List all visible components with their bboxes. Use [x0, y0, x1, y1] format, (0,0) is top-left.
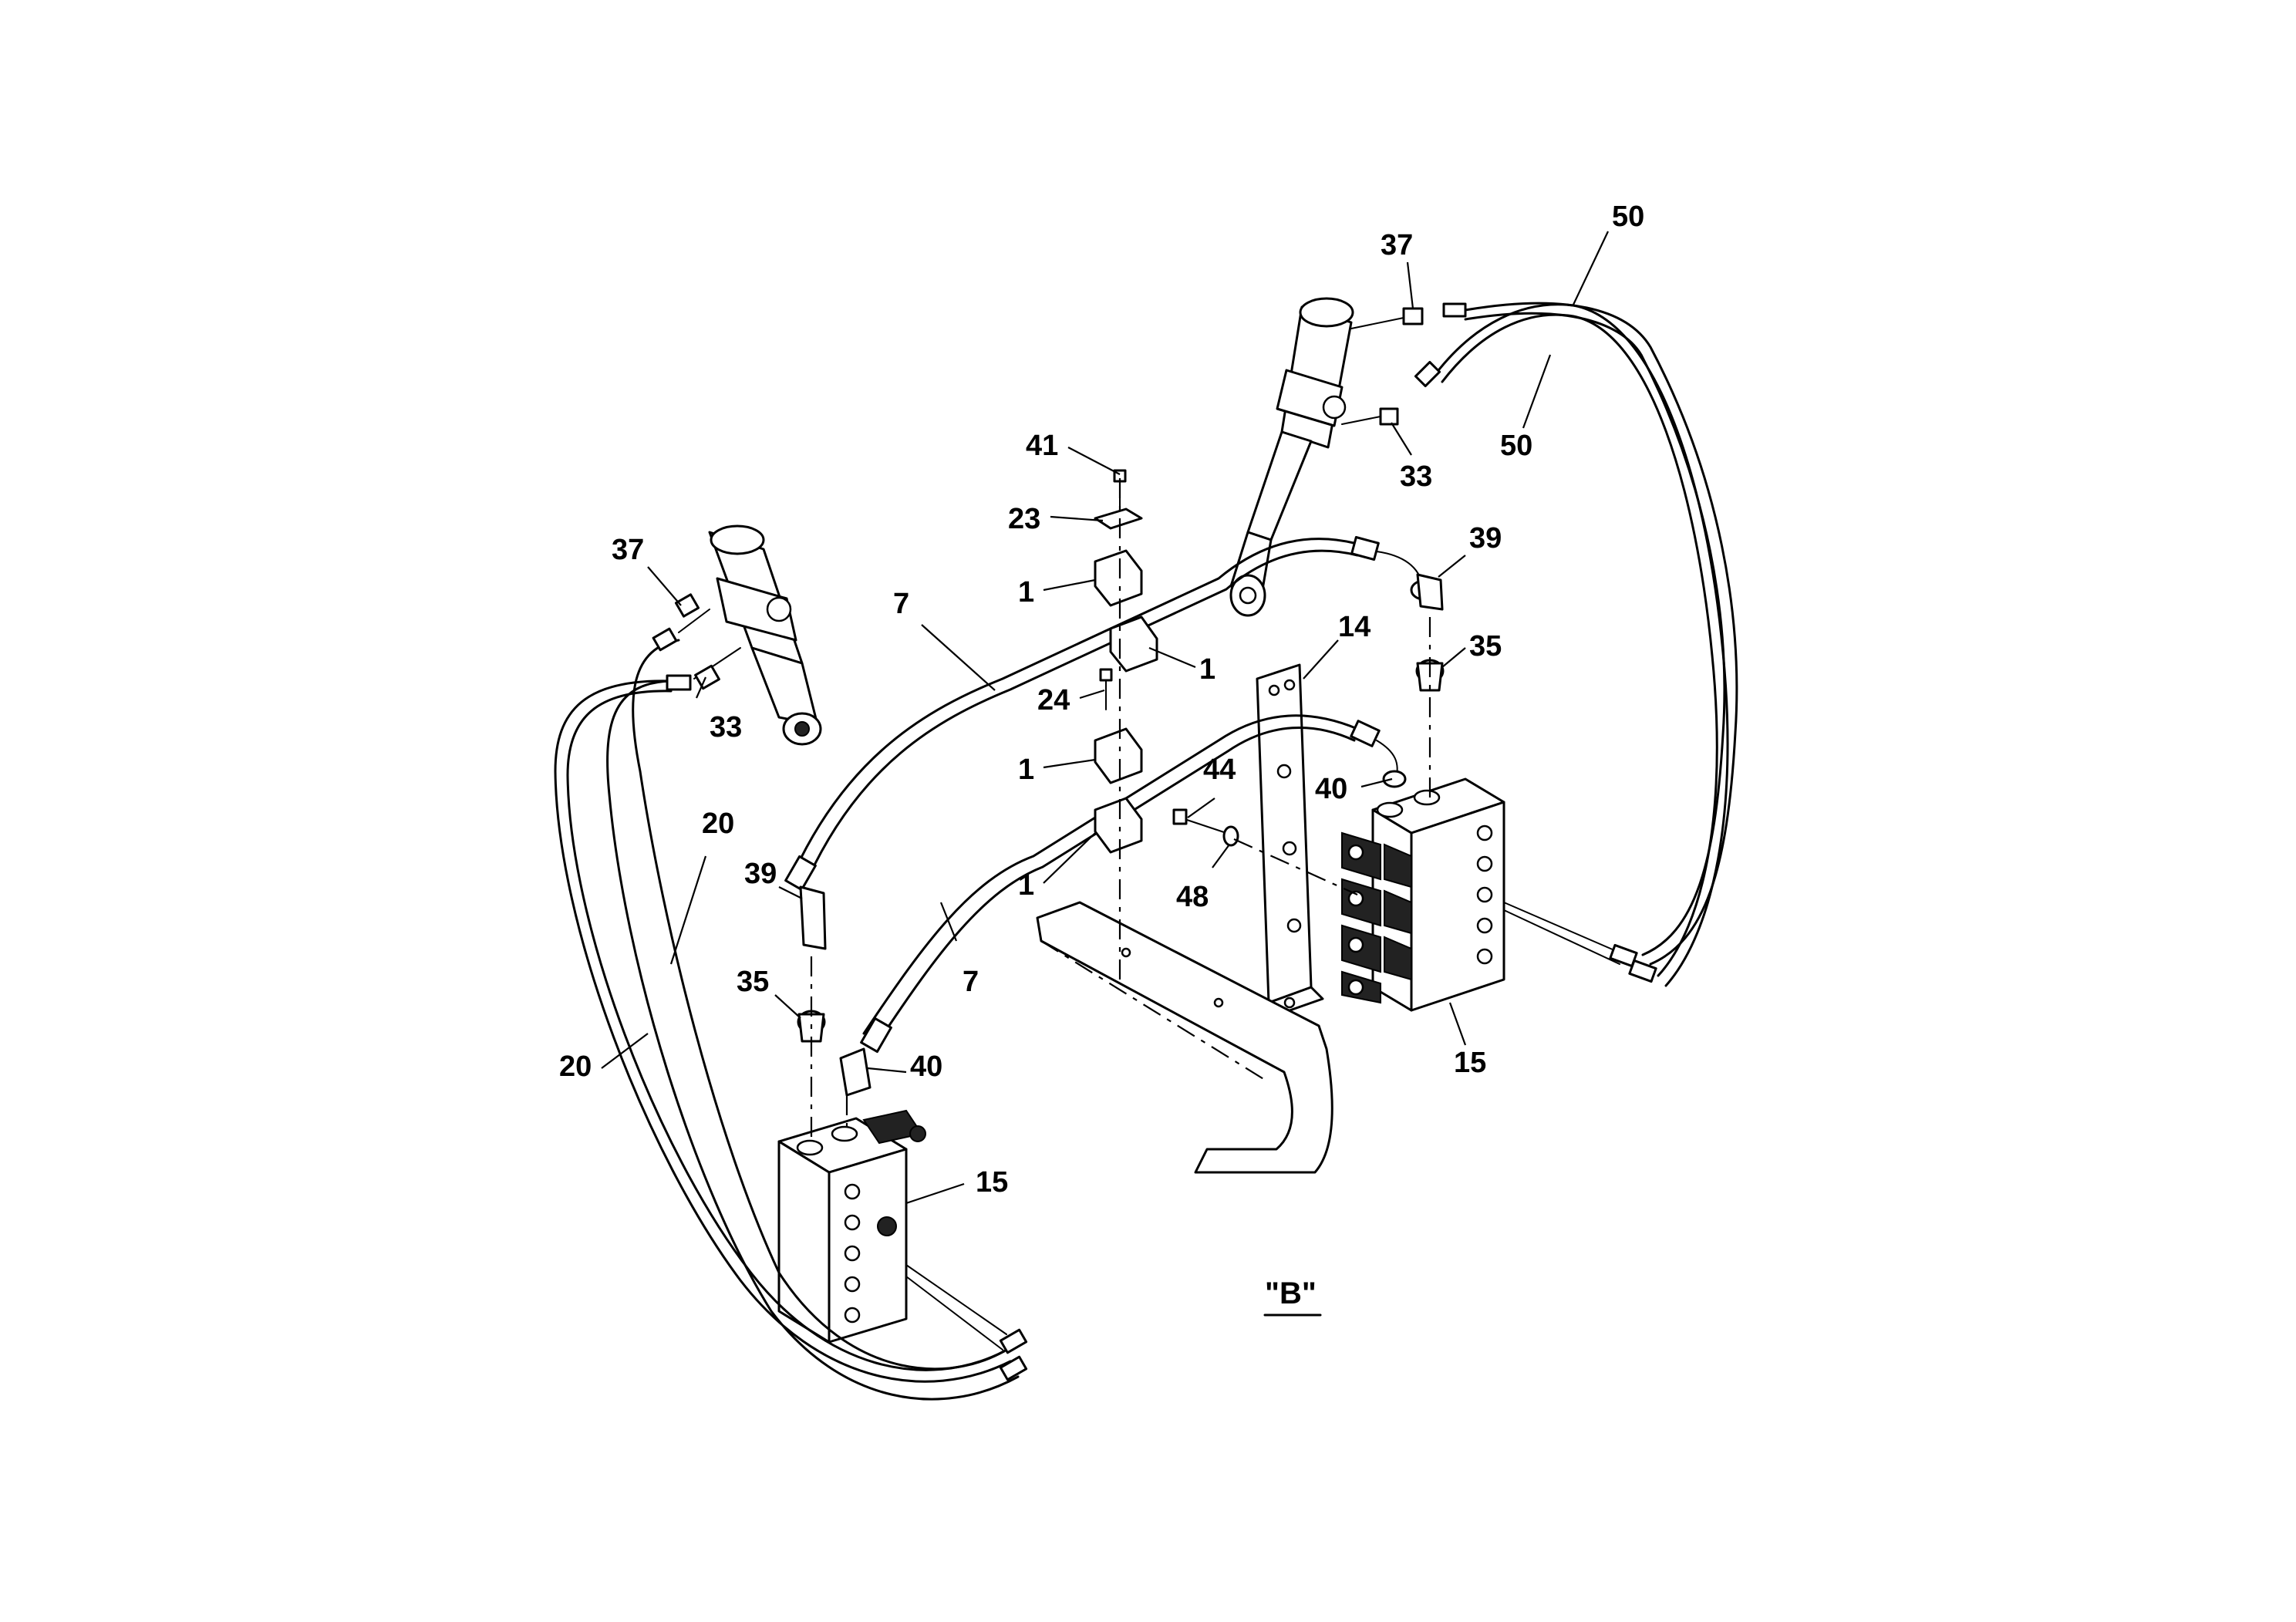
callout-20: 20 [559, 1050, 592, 1083]
hose-50 [1414, 302, 1738, 987]
callout-20: 20 [702, 808, 734, 840]
callout-7: 7 [963, 966, 979, 998]
callout-39: 39 [744, 858, 777, 890]
callout-39: 39 [1469, 522, 1502, 555]
callout-35: 35 [1469, 630, 1502, 663]
callout-37: 37 [1381, 229, 1413, 261]
hose-clamps [1094, 469, 1158, 854]
left-valve-block [777, 1109, 926, 1344]
hose-7-lower [860, 714, 1398, 1054]
callout-23: 23 [1008, 503, 1040, 535]
callout-35: 35 [737, 966, 769, 998]
callout-7: 7 [893, 588, 909, 620]
callout-1: 1 [1018, 754, 1034, 786]
hose-20 [554, 627, 1028, 1401]
callout-37: 37 [612, 534, 644, 566]
callout-40: 40 [910, 1050, 942, 1083]
left-hydraulic-cylinder [708, 524, 822, 746]
fittings-left-ports [797, 885, 872, 1097]
view-label-group: "B" [1263, 1276, 1322, 1317]
callout-1: 1 [1018, 869, 1034, 902]
callout-leaders [601, 231, 1609, 1205]
fittings-right-cylinder [1341, 307, 1424, 426]
right-hydraulic-cylinder [1229, 297, 1354, 617]
support-plate [1036, 901, 1333, 1174]
callout-48: 48 [1176, 881, 1209, 913]
bolt-and-washer [1172, 808, 1239, 847]
callout-14: 14 [1338, 611, 1371, 643]
assembly-centerlines [810, 478, 1431, 1138]
callout-50: 50 [1612, 201, 1644, 233]
callout-1: 1 [1018, 576, 1034, 609]
callout-33: 33 [1400, 460, 1432, 493]
fittings-left-cylinder [674, 593, 741, 690]
callout-50: 50 [1500, 430, 1532, 462]
callout-24: 24 [1037, 684, 1070, 717]
right-valve-block [1341, 777, 1505, 1012]
callout-15: 15 [1454, 1047, 1486, 1079]
callout-33: 33 [710, 711, 742, 744]
callout-44: 44 [1203, 754, 1236, 786]
callout-1: 1 [1199, 653, 1215, 686]
callout-41: 41 [1026, 430, 1058, 462]
callout-40: 40 [1315, 773, 1347, 805]
view-label: "B" [1265, 1276, 1317, 1310]
callout-labels: 50 50 37 33 41 23 1 1 1 1 24 39 35 14 40… [559, 201, 1644, 1199]
callout-15: 15 [976, 1166, 1008, 1199]
